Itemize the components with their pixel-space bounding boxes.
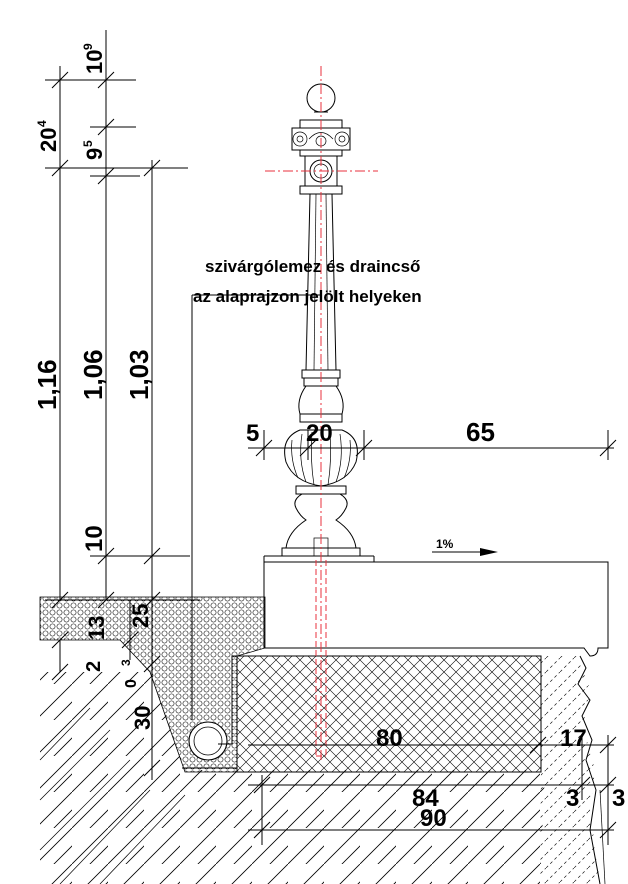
- horizontal-dimension-lines: [248, 430, 617, 845]
- dim-30: 30: [130, 706, 155, 730]
- dim-20-4-sup: 4: [35, 120, 49, 127]
- dim-10-9-value: 10: [82, 50, 107, 74]
- dim-3-b: 3: [566, 785, 579, 812]
- dim-20-4-value: 20: [36, 128, 61, 152]
- slope-arrow-icon: [432, 548, 498, 556]
- dim-1-06: 1,06: [78, 349, 108, 400]
- dim-0: 0: [123, 679, 140, 688]
- drain-pipe-icon: [182, 655, 262, 769]
- dim-10: 10: [81, 525, 108, 552]
- dim-25: 25: [128, 604, 153, 628]
- dim-80: 80: [376, 725, 403, 752]
- dim-20-4: 20 4: [35, 120, 61, 152]
- dim-9-5-value: 9: [82, 148, 107, 160]
- dim-9-5-sup: 5: [81, 140, 95, 147]
- dim-2: 2: [83, 661, 105, 672]
- dim-90: 90: [420, 805, 447, 832]
- centerlines: [265, 66, 378, 760]
- dim-65: 65: [466, 417, 495, 447]
- rock-wall: [540, 655, 606, 884]
- dim-1-03: 1,03: [124, 349, 154, 400]
- dim-1-16: 1,16: [32, 359, 62, 410]
- note-line-2: az alaprajzon jelölt helyeken: [193, 287, 422, 306]
- concrete-foundation: [236, 655, 542, 773]
- dim-10-9-sup: 9: [81, 43, 95, 50]
- dim-20: 20: [306, 420, 333, 447]
- dim-3-c: 3: [612, 785, 625, 812]
- dim-5: 5: [246, 420, 259, 447]
- dim-17: 17: [560, 725, 587, 752]
- dim-9-5: 9 5: [81, 140, 107, 160]
- vertical-dimension-lines: [45, 30, 200, 780]
- note-line-1: szivárgólemez és draincső: [205, 257, 420, 276]
- dim-3-small: 3: [119, 659, 133, 666]
- dim-10-9: 10 9: [81, 43, 107, 74]
- dim-13: 13: [84, 616, 109, 640]
- dim-84: 84: [412, 785, 439, 812]
- soil-hatch: [39, 672, 545, 884]
- slope-label: 1%: [436, 537, 454, 551]
- note-text: szivárgólemez és draincső az alaprajzon …: [193, 257, 422, 306]
